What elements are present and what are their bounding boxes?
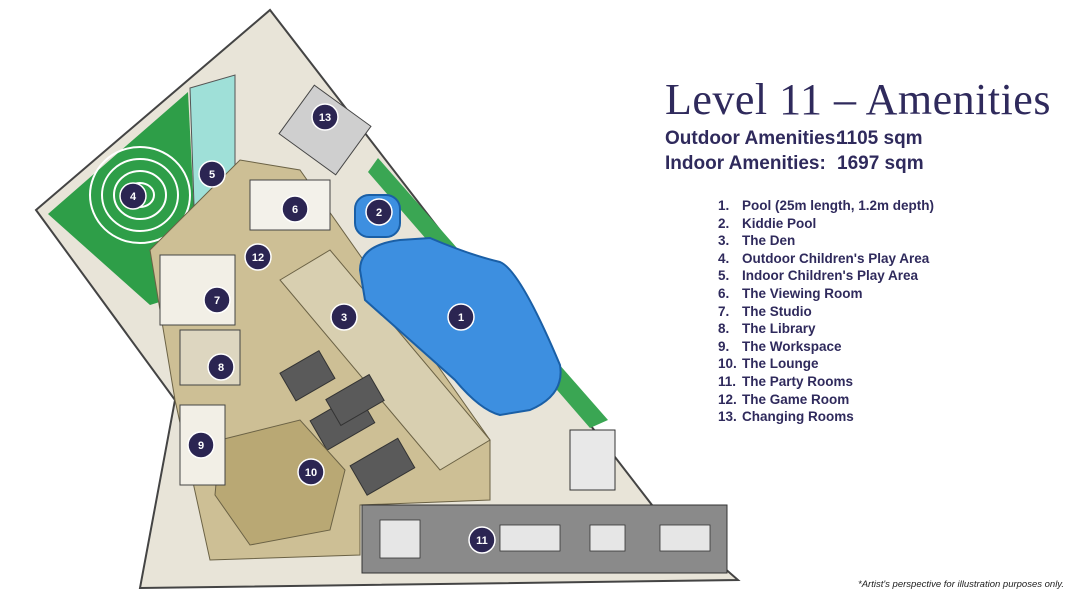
marker-label: 11	[476, 535, 488, 547]
legend-text: The Library	[742, 321, 816, 337]
map-marker-3: 3	[330, 303, 358, 331]
map-marker-9: 9	[187, 431, 215, 459]
outdoor-area-row: Outdoor Amenities:1105 sqm	[665, 128, 923, 150]
marker-circle	[365, 198, 393, 226]
legend-item: 1. Pool (25m length, 1.2m depth)	[718, 197, 934, 215]
marker-circle	[198, 160, 226, 188]
legend-item: 8. The Library	[718, 320, 934, 338]
marker-label: 7	[214, 295, 220, 307]
marker-circle	[244, 243, 272, 271]
map-marker-12: 12	[244, 243, 272, 271]
legend-number: 8.	[718, 321, 730, 337]
legend-item: 9. The Workspace	[718, 338, 934, 356]
marker-circle	[297, 458, 325, 486]
outdoor-area-label: Outdoor Amenities:	[665, 128, 842, 149]
map-marker-7: 7	[203, 286, 231, 314]
legend-item: 2. Kiddie Pool	[718, 215, 934, 233]
map-marker-10: 10	[297, 458, 325, 486]
legend-item: 7. The Studio	[718, 303, 934, 321]
indoor-area-row: Indoor Amenities: 1697 sqm	[665, 153, 924, 175]
marker-label: 10	[305, 467, 317, 479]
map-marker-1: 1	[447, 303, 475, 331]
legend-item: 13. Changing Rooms	[718, 408, 934, 426]
legend-text: The Lounge	[742, 356, 819, 372]
legend-number: 1.	[718, 198, 730, 213]
legend-text: Kiddie Pool	[742, 215, 817, 231]
marker-label: 3	[341, 312, 347, 324]
legend-item: 11. The Party Rooms	[718, 373, 934, 391]
legend-number: 2.	[718, 215, 730, 231]
legend-text: Indoor Children's Play Area	[742, 268, 919, 284]
marker-circle	[281, 195, 309, 223]
marker-label: 4	[130, 191, 137, 203]
legend-number: 5.	[718, 268, 730, 284]
map-marker-4: 4	[119, 182, 147, 210]
marker-circle	[119, 182, 147, 210]
legend-item: 4. Outdoor Children's Play Area	[718, 250, 934, 268]
marker-label: 12	[252, 252, 264, 264]
legend-text: Pool (25m length, 1.2m depth)	[742, 198, 935, 213]
lounge-furniture	[279, 349, 416, 496]
den-area	[279, 249, 491, 471]
lounge-area	[214, 419, 346, 546]
marker-circle	[447, 303, 475, 331]
marker-label: 2	[376, 207, 382, 219]
map-marker-5: 5	[198, 160, 226, 188]
marker-circle	[311, 103, 339, 131]
legend-text: Changing Rooms	[742, 409, 854, 425]
legend-number: 11.	[718, 373, 737, 389]
map-marker-8: 8	[207, 353, 235, 381]
legend-number: 6.	[718, 285, 730, 301]
legend-text: The Party Rooms	[742, 373, 854, 389]
marker-label: 5	[209, 169, 215, 181]
map-marker-13: 13	[311, 103, 339, 131]
marker-circle	[330, 303, 358, 331]
outdoor-area-value: 1105 sqm	[837, 128, 923, 149]
legend-number: 4.	[718, 250, 730, 266]
legend-item: 5. Indoor Children's Play Area	[718, 267, 934, 285]
legend-text: Outdoor Children's Play Area	[742, 250, 930, 266]
marker-label: 9	[198, 440, 204, 452]
legend-text: The Viewing Room	[742, 285, 863, 301]
marker-label: 6	[292, 204, 298, 216]
marker-circle	[207, 353, 235, 381]
marker-circle	[187, 431, 215, 459]
legend-number: 3.	[718, 233, 730, 249]
legend-text: The Workspace	[742, 338, 842, 354]
disclaimer-note: *Artist's perspective for illustration p…	[858, 579, 1064, 590]
legend-item: 10. The Lounge	[718, 355, 934, 373]
map-marker-2: 2	[365, 198, 393, 226]
legend-number: 9.	[718, 338, 730, 354]
legend-text: The Den	[742, 233, 796, 249]
stair-core	[569, 429, 616, 491]
indoor-area-label: Indoor Amenities:	[665, 153, 826, 174]
legend-item: 3. The Den	[718, 232, 934, 250]
indoor-area-value: 1697 sqm	[837, 153, 924, 174]
legend-text: The Studio	[742, 303, 812, 319]
legend-item: 6. The Viewing Room	[718, 285, 934, 303]
map-marker-11: 11	[468, 526, 496, 554]
legend-number: 7.	[718, 303, 730, 319]
legend-number: 12.	[718, 391, 737, 407]
page-title: Level 11 – Amenities	[665, 75, 1051, 124]
legend-text: The Game Room	[742, 391, 850, 407]
marker-label: 13	[319, 112, 331, 124]
marker-label: 8	[218, 362, 224, 374]
marker-label: 1	[458, 312, 464, 324]
map-marker-6: 6	[281, 195, 309, 223]
legend-number: 10.	[718, 356, 737, 372]
library-room	[179, 329, 241, 386]
party-tables	[379, 519, 711, 559]
marker-circle	[203, 286, 231, 314]
marker-circle	[468, 526, 496, 554]
amenity-legend: 1. Pool (25m length, 1.2m depth) 2. Kiddie…	[718, 197, 934, 426]
legend-number: 13.	[718, 409, 737, 425]
legend-item: 12. The Game Room	[718, 391, 934, 409]
